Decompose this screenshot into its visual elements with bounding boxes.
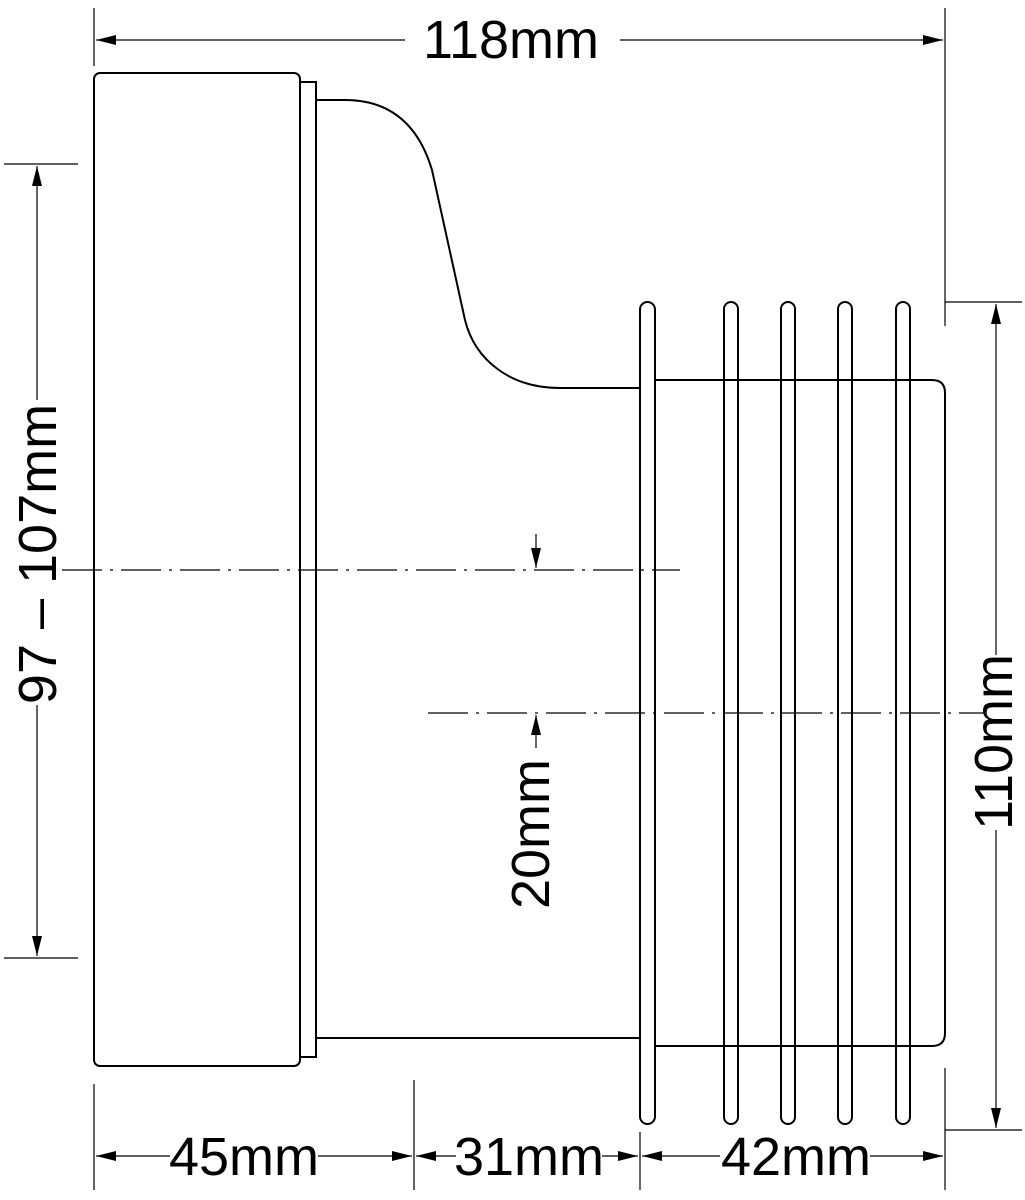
outlet-diameter-label: 110mm bbox=[964, 654, 1024, 830]
segment-length-dimensions: 45mm 31mm 42mm bbox=[93, 1068, 946, 1190]
outlet-length-label: 42mm bbox=[721, 1127, 871, 1187]
overall-length-dimension: 118mm bbox=[93, 8, 946, 326]
middle-length-label: 31mm bbox=[454, 1127, 604, 1187]
connector-body bbox=[93, 72, 946, 1125]
outlet-spigot bbox=[655, 379, 946, 1047]
offset-transition bbox=[316, 99, 640, 389]
offset-dimension: 20mm bbox=[501, 534, 561, 909]
inlet-diameter-dimension: 97 – 107mm bbox=[4, 163, 78, 959]
inlet-diameter-label: 97 – 107mm bbox=[8, 404, 68, 704]
inlet-length-label: 45mm bbox=[169, 1127, 319, 1187]
outlet-diameter-dimension: 110mm bbox=[945, 301, 1024, 1131]
overall-length-label: 118mm bbox=[423, 10, 599, 70]
offset-label: 20mm bbox=[501, 759, 561, 909]
